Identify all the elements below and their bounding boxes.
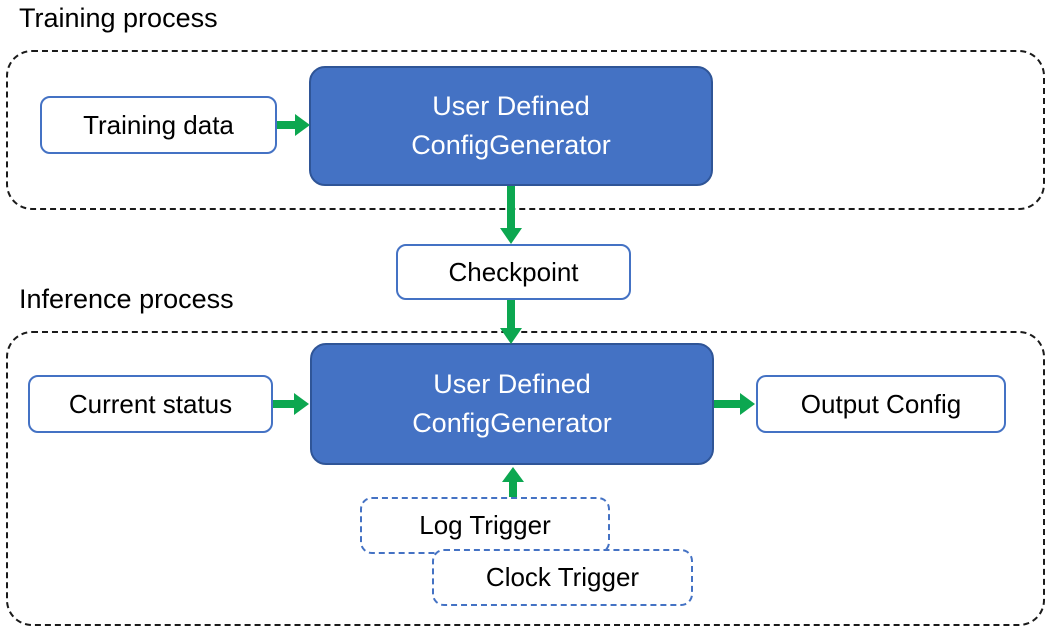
arrow-head <box>294 393 309 415</box>
arrow-head <box>502 467 524 482</box>
training-process-label: Training process <box>19 3 218 33</box>
current-status-box: Current status <box>28 375 273 433</box>
arrow-shaft <box>273 400 296 408</box>
output-config-label: Output Config <box>800 388 962 419</box>
output-config-box: Output Config <box>756 375 1006 433</box>
clock-trigger-box: Clock Trigger <box>432 549 693 606</box>
log-trigger-label: Log Trigger <box>419 510 551 540</box>
training-data-box: Training data <box>40 96 277 154</box>
arrow-head <box>295 114 310 136</box>
log-trigger-box: Log Trigger <box>360 497 610 554</box>
inference-process-container <box>6 331 1045 626</box>
arrow-shaft <box>714 400 742 408</box>
arrow-shaft <box>507 300 515 330</box>
arrow-head <box>500 328 522 344</box>
arrow-triggers-to-generator-icon <box>502 467 524 497</box>
checkpoint-box: Checkpoint <box>396 244 631 300</box>
arrow-shaft <box>507 186 515 230</box>
arrow-head <box>500 228 522 244</box>
training-data-label: Training data <box>83 109 234 140</box>
arrow-generator-to-output-config-icon <box>714 393 755 415</box>
training-generator-line1: User Defined <box>432 90 590 121</box>
current-status-label: Current status <box>68 388 233 419</box>
inference-config-generator-box: User Defined ConfigGenerator <box>310 343 714 465</box>
training-generator-line2: ConfigGenerator <box>411 130 611 160</box>
arrow-current-status-to-generator-icon <box>273 393 309 415</box>
arrow-head <box>740 393 755 415</box>
inference-generator-line1: User Defined <box>433 368 591 399</box>
training-config-generator-box: User Defined ConfigGenerator <box>309 66 713 186</box>
checkpoint-label: Checkpoint <box>448 256 579 287</box>
arrow-shaft <box>509 480 517 497</box>
inference-process-label: Inference process <box>19 284 234 314</box>
arrow-shaft <box>277 121 297 129</box>
arrow-checkpoint-to-inference-generator-icon <box>500 300 522 344</box>
inference-generator-line2: ConfigGenerator <box>412 408 612 438</box>
training-process-container <box>6 50 1045 210</box>
clock-trigger-label: Clock Trigger <box>485 562 640 592</box>
arrow-training-data-to-generator-icon <box>277 114 310 136</box>
arrow-generator-to-checkpoint-icon <box>500 186 522 244</box>
